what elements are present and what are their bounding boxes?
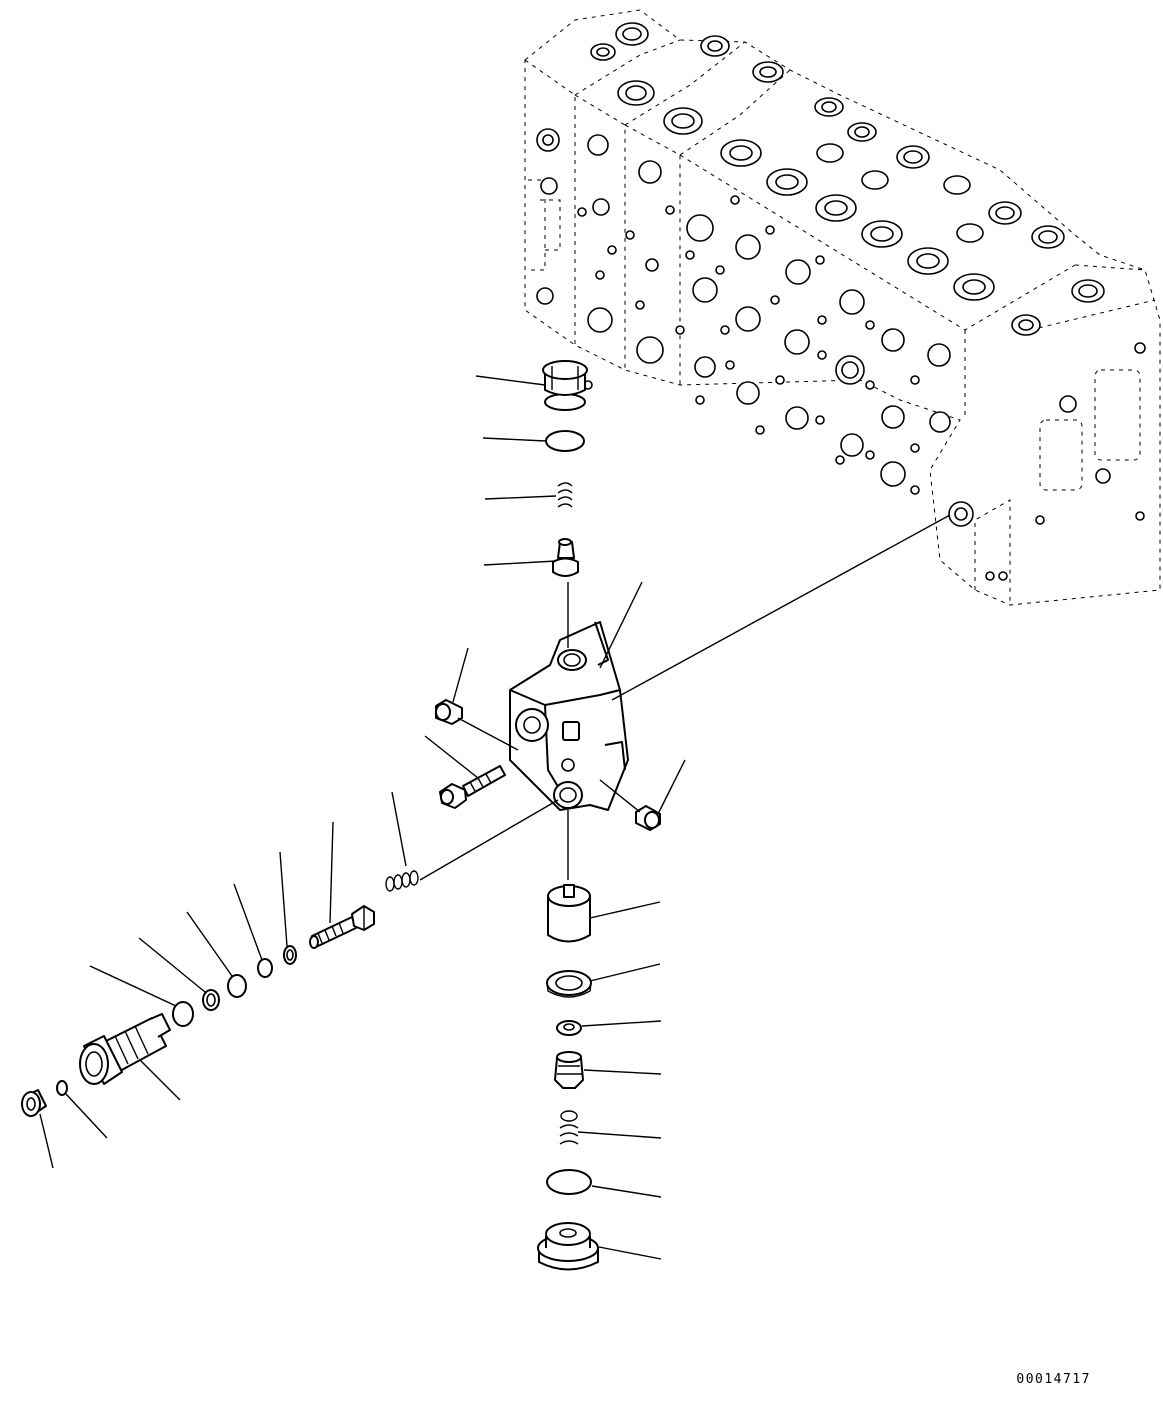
mounting-bolt — [440, 766, 505, 808]
adjusting-screw — [310, 906, 374, 948]
lower-o-ring — [547, 1170, 591, 1194]
lower-spring — [560, 1111, 578, 1144]
top-o-ring — [546, 431, 584, 451]
small-o-ring — [57, 1081, 67, 1095]
o-ring-1 — [258, 959, 272, 977]
left-plug — [436, 700, 462, 724]
valve-housing — [510, 622, 628, 810]
top-spring — [558, 483, 572, 507]
block-top-bores — [591, 23, 1104, 335]
seal-washer-1 — [284, 946, 296, 964]
lower-check-valve — [555, 1052, 583, 1088]
end-plug — [22, 1090, 46, 1116]
lower-bushing — [547, 971, 591, 997]
diagonal-spring — [386, 871, 418, 891]
block-front-ports — [537, 129, 1145, 580]
o-ring-2 — [228, 975, 246, 997]
top-plug — [543, 361, 587, 410]
lower-cap — [538, 1223, 598, 1270]
drawing-reference-code: 00014717 — [1016, 1372, 1091, 1387]
callout-leaders — [40, 376, 685, 1259]
relief-valve-cartridge — [80, 1014, 170, 1084]
lower-piston — [548, 885, 590, 942]
lower-washer — [557, 1021, 581, 1035]
top-poppet — [553, 539, 578, 576]
backup-ring — [203, 990, 219, 1010]
assembly-lines — [420, 515, 950, 880]
main-control-valve-block — [525, 10, 1160, 605]
o-ring-3 — [173, 1002, 193, 1026]
right-plug — [636, 806, 660, 830]
